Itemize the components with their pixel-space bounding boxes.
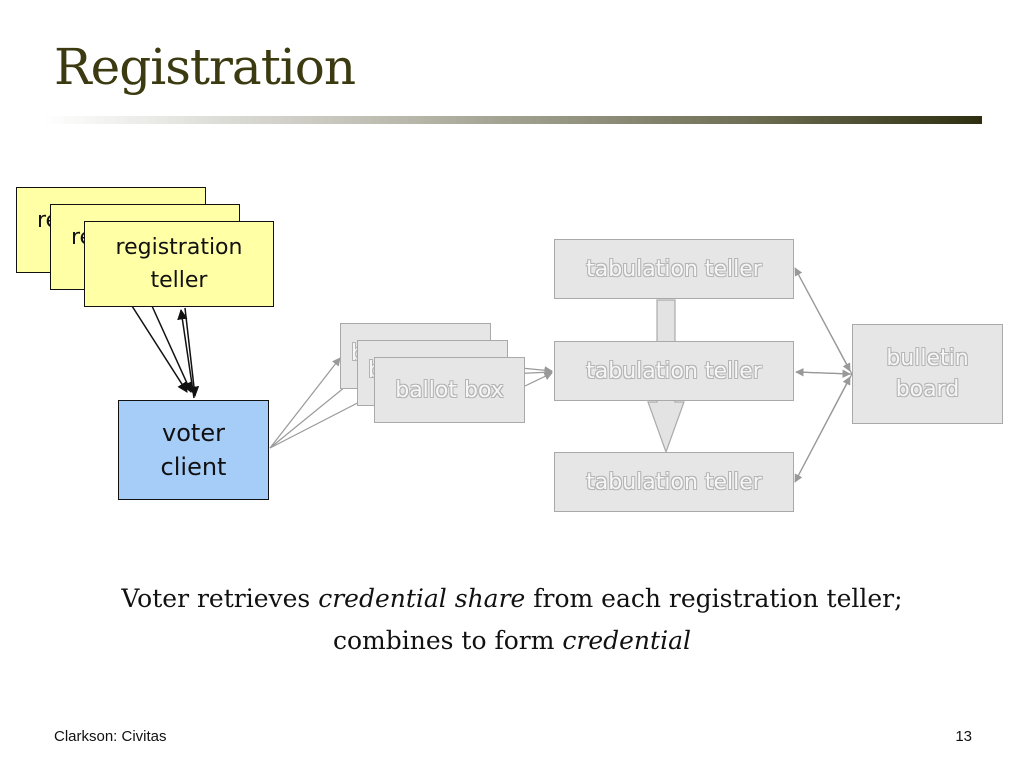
voter-client-line2: client	[160, 453, 227, 481]
caption-emphasis-1: credential share	[318, 584, 526, 613]
bulletin-board-box: bulletin board	[852, 324, 1003, 424]
tabulation-teller-bottom: tabulation teller	[554, 452, 794, 512]
tabulation-teller-top: tabulation teller	[554, 239, 794, 299]
ballot-tab-line-3	[524, 372, 553, 387]
tabulation-teller-bottom-text: tabulation teller	[586, 469, 762, 495]
voter-client-line1: voter	[162, 419, 225, 447]
title-underline	[42, 116, 982, 124]
reg-voter-line-2	[151, 305, 192, 393]
footer-author: Clarkson: Civitas	[54, 728, 167, 745]
caption-line-2: combines to form credential	[60, 620, 964, 662]
bulletin-board-line2: board	[895, 377, 960, 402]
page-number: 13	[955, 728, 972, 745]
caption-text-3: combines to form	[333, 626, 563, 655]
registration-teller-box-front: registration teller	[84, 221, 274, 307]
voter-client-box: voter client	[118, 400, 269, 500]
caption-emphasis-2: credential	[562, 626, 691, 655]
ballot-box-front: ballot box	[374, 357, 525, 423]
caption-text-2: from each registration teller;	[525, 584, 903, 613]
voter-ballot-line-1	[269, 357, 341, 449]
slide-caption: Voter retrieves credential share from ea…	[60, 578, 964, 662]
reg-voter-line-1	[131, 305, 188, 393]
tab-bottom-bulletin-line	[796, 376, 851, 479]
tab-top-bulletin-line	[796, 271, 851, 372]
tabulation-teller-middle-text: tabulation teller	[586, 358, 762, 384]
registration-teller-line1: registration	[115, 235, 243, 260]
voter-ballot-line-2	[269, 377, 357, 449]
tabulation-teller-middle: tabulation teller	[554, 341, 794, 401]
tabulation-teller-top-text: tabulation teller	[586, 256, 762, 282]
caption-line-1: Voter retrieves credential share from ea…	[60, 578, 964, 620]
ballot-box-front-text: ballot box	[395, 377, 504, 403]
reg-voter-line-3	[184, 307, 200, 398]
voter-reg-line	[177, 308, 195, 399]
bulletin-board-line1: bulletin	[886, 346, 969, 371]
slide-title: Registration	[54, 38, 356, 96]
caption-text-1: Voter retrieves	[121, 584, 319, 613]
voter-ballot-line-3	[269, 394, 374, 449]
registration-teller-line2: teller	[150, 268, 208, 293]
tab-mid-bulletin-line	[795, 369, 851, 378]
